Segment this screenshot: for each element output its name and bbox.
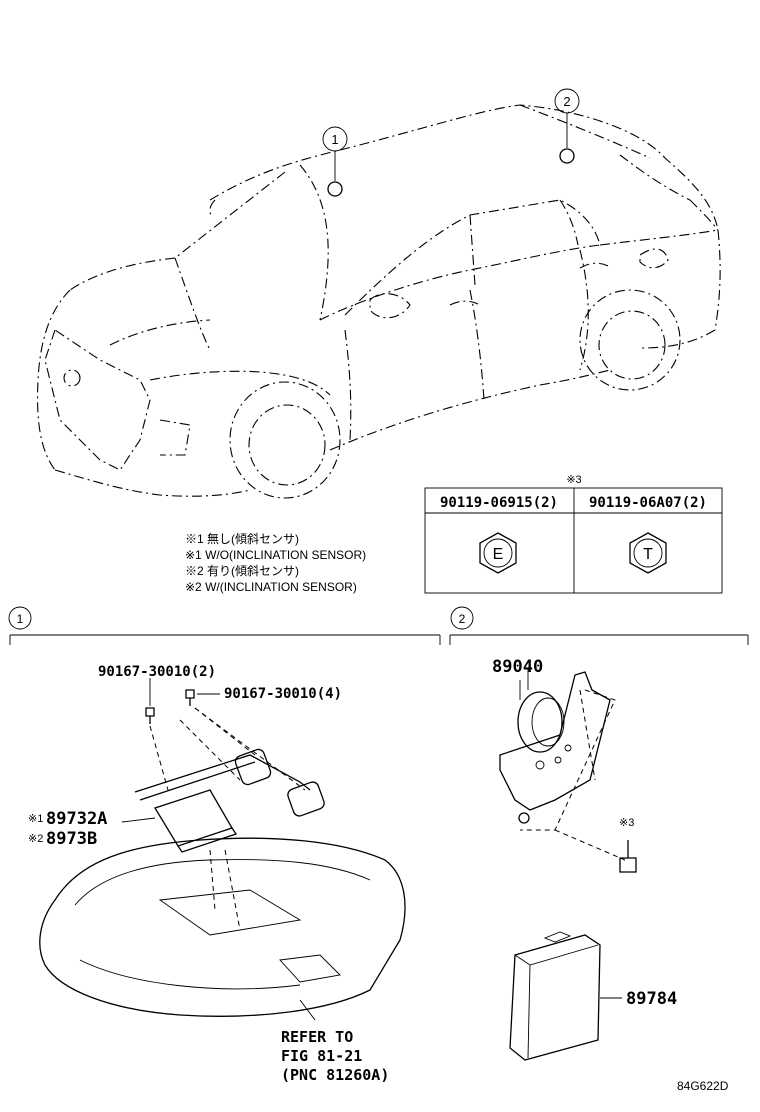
table-mark: ※3 <box>566 474 581 486</box>
vehicle-illustration <box>37 88 721 499</box>
note-2-en: ※2 W/(INCLINATION SENSOR) <box>185 580 357 594</box>
control-module-body <box>509 934 601 1061</box>
table-col2-part: 90119-06A07(2) <box>589 495 707 511</box>
callout-2-circle <box>554 88 580 114</box>
section-1-number: 1 <box>17 612 24 626</box>
section-1-frame <box>8 606 441 645</box>
callout-1-circle <box>322 126 348 152</box>
sensor-location-2-marker <box>559 148 575 164</box>
section-2-frame <box>449 606 749 645</box>
callout-1-label: 1 <box>331 132 338 147</box>
section-1-drawing <box>39 678 406 1021</box>
section-2-number: 2 <box>459 612 466 626</box>
table-col2-symbol: T <box>643 546 653 563</box>
hex-nut-t-icon <box>629 532 667 574</box>
screw-icon <box>185 689 195 699</box>
table-col1-symbol: E <box>493 546 504 563</box>
section-2-drawing <box>499 668 637 1061</box>
sensor-unit <box>517 691 563 753</box>
note-2-jp: ※2 有り(傾斜センサ) <box>185 564 299 578</box>
part-8973b-label: 8973B <box>46 829 97 849</box>
note-1-jp: ※1 無し(傾斜センサ) <box>185 531 299 546</box>
part-89732a-label: 89732A <box>46 809 107 829</box>
sensor-module-body <box>154 789 233 847</box>
part-89732a-mark: ※1 <box>28 813 43 825</box>
screw-icon <box>145 707 155 717</box>
note-1-en: ※1 W/O(INCLINATION SENSOR) <box>185 548 366 562</box>
part-90167-b-label: 90167-30010(4) <box>224 686 342 702</box>
hex-nut-e-icon <box>479 532 517 574</box>
bolt-mark: ※3 <box>619 817 634 829</box>
part-89040-label: 89040 <box>492 657 543 677</box>
refer-to-line2: FIG 81-21 <box>281 1047 362 1065</box>
part-8973b-mark: ※2 <box>28 833 43 845</box>
refer-to-line3: (PNC 81260A) <box>281 1066 389 1084</box>
callout-2-label: 2 <box>563 94 570 109</box>
part-89784-label: 89784 <box>626 989 677 1009</box>
bolt-icon <box>619 857 637 873</box>
diagram-code: 84G622D <box>677 1079 729 1093</box>
refer-to-line1: REFER TO <box>281 1028 353 1046</box>
table-col1-part: 90119-06915(2) <box>440 495 558 511</box>
sensor-location-1-marker <box>327 181 343 197</box>
part-90167-a-label: 90167-30010(2) <box>98 664 216 680</box>
fastener-table <box>424 487 723 594</box>
